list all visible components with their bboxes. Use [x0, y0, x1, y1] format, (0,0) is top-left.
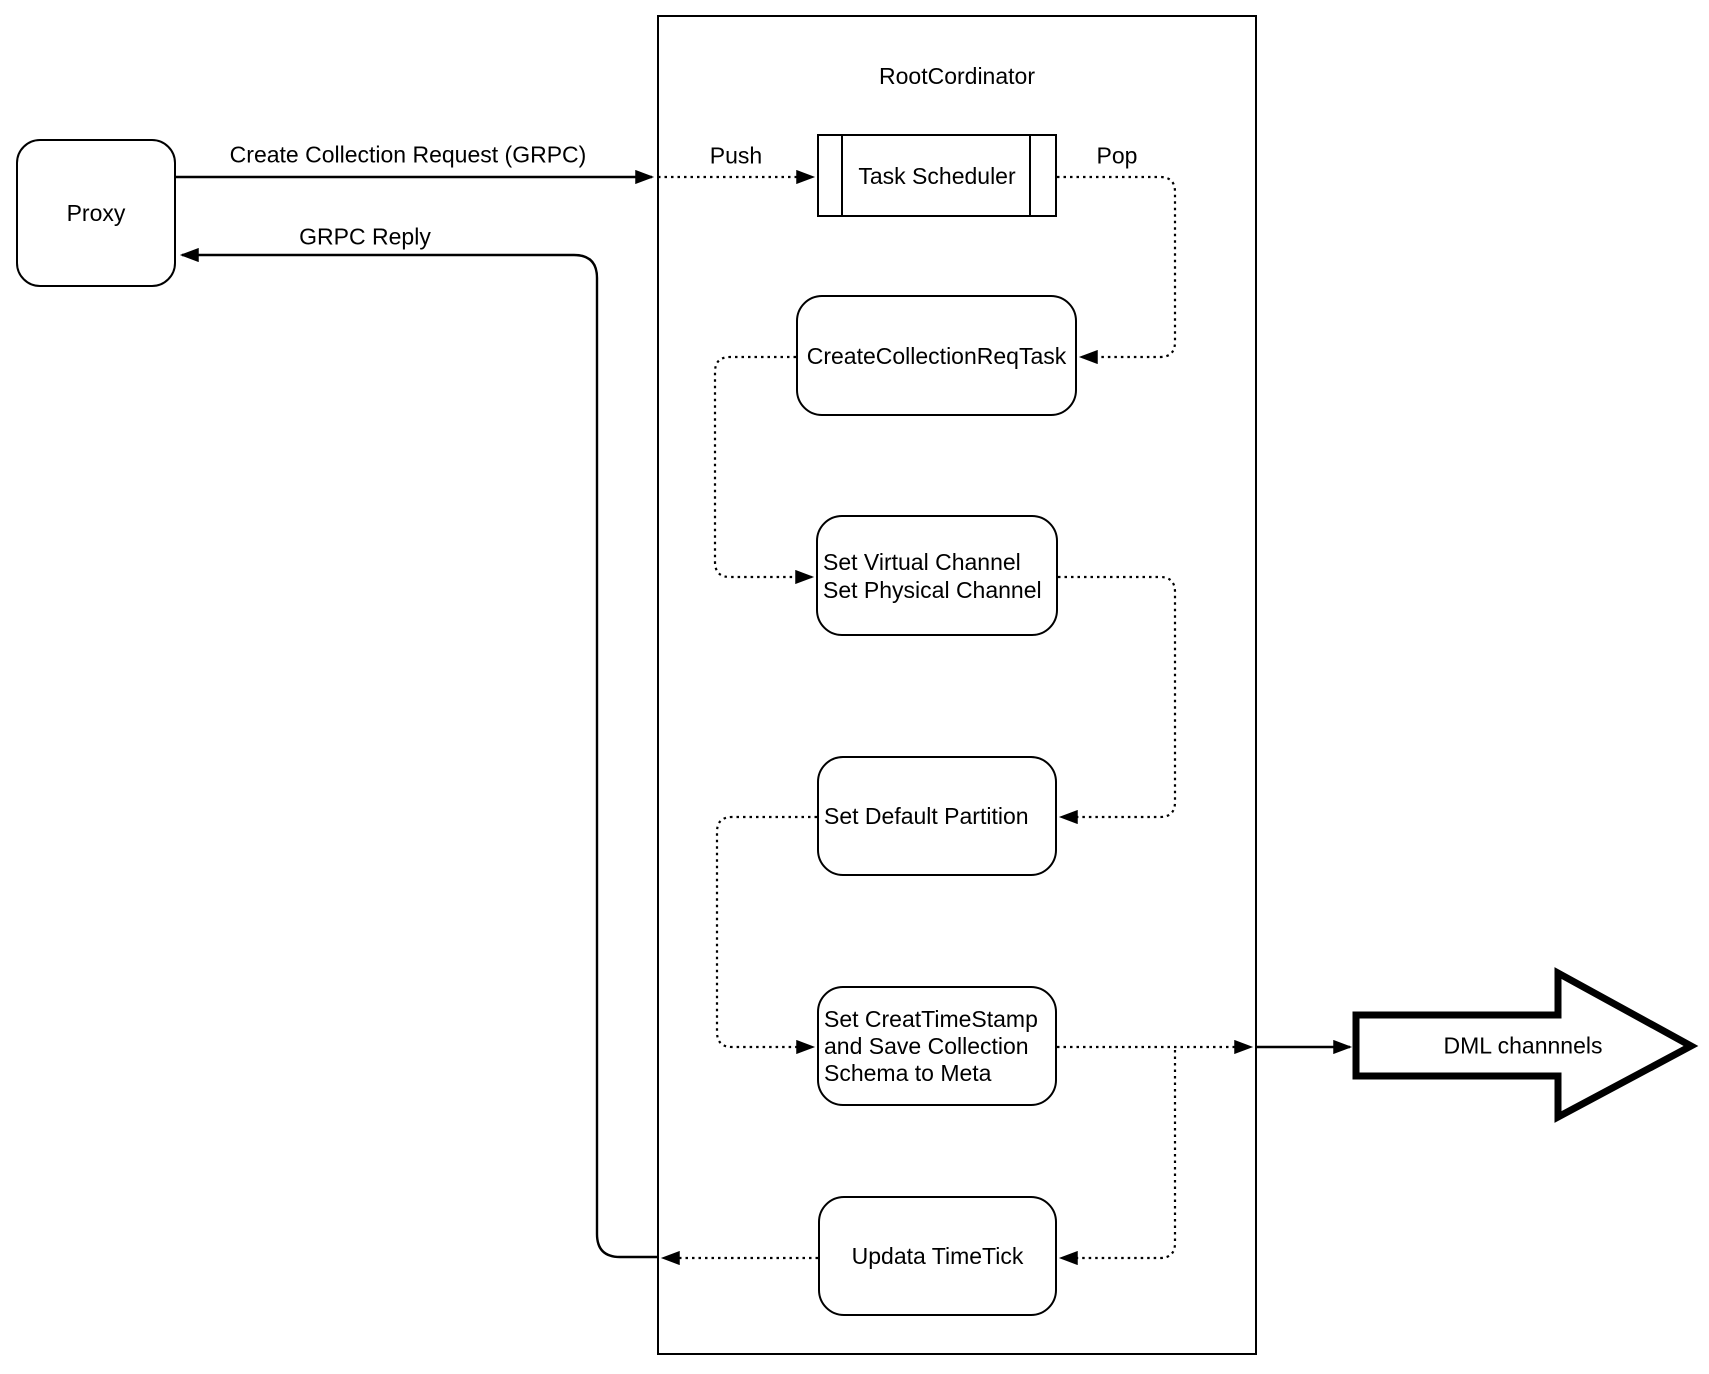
node-set-channels: Set Virtual Channel Set Physical Channel: [816, 515, 1058, 636]
create-collection-req-task-label: CreateCollectionReqTask: [806, 342, 1067, 369]
edge-branch-to-updata-timetick: [1061, 1050, 1177, 1258]
edge-pop: [1057, 175, 1177, 357]
node-dml-channels: [1352, 967, 1699, 1123]
node-set-default-partition: Set Default Partition: [817, 756, 1057, 876]
dml-channels-label: DML channnels: [1443, 1032, 1603, 1059]
root-coordinator-title: RootCordinator: [879, 63, 1035, 89]
edge-label-push: Push: [707, 142, 765, 170]
edge-set-default-partition-to-set-creat-timestamp: [715, 815, 817, 1047]
node-proxy: Proxy: [16, 139, 176, 287]
proxy-label: Proxy: [66, 200, 126, 226]
node-updata-timetick: Updata TimeTick: [818, 1196, 1057, 1316]
node-root-coordinator: [657, 15, 1257, 1355]
task-scheduler-label: Task Scheduler: [858, 162, 1016, 189]
updata-timetick-label: Updata TimeTick: [851, 1243, 1024, 1269]
edge-label-pop: Pop: [1094, 142, 1140, 170]
node-create-collection-req-task: CreateCollectionReqTask: [796, 295, 1077, 416]
edge-set-channels-to-set-default-partition: [1058, 575, 1177, 817]
set-default-partition-label: Set Default Partition: [824, 803, 1029, 829]
node-task-scheduler: Task Scheduler: [817, 134, 1057, 217]
node-set-creat-timestamp: Set CreatTimeStamp and Save Collection S…: [817, 986, 1057, 1106]
edge-label-create-collection-request: Create Collection Request (GRPC): [227, 141, 589, 169]
edge-grpc-reply: [182, 255, 659, 1259]
set-creat-timestamp-label: Set CreatTimeStamp and Save Collection S…: [824, 1005, 1038, 1086]
task-scheduler-bar-right: [1029, 136, 1031, 215]
edge-ccrt-to-set-channels: [713, 355, 812, 577]
task-scheduler-bar-left: [841, 136, 843, 215]
set-channels-label: Set Virtual Channel Set Physical Channel: [823, 548, 1042, 603]
edge-label-grpc-reply: GRPC Reply: [297, 223, 433, 251]
